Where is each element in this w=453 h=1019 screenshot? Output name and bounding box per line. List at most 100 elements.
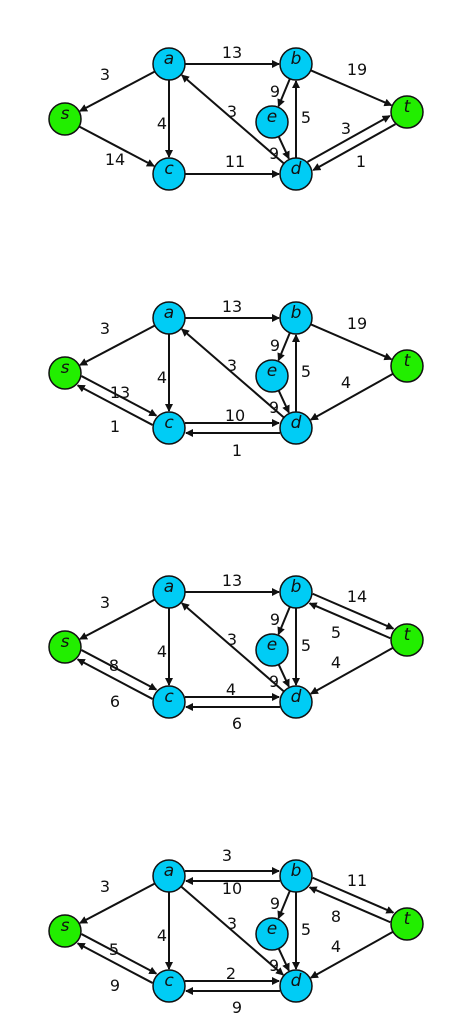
- edge-weight-d-c: 6: [232, 714, 242, 733]
- node-label-a: a: [164, 303, 174, 323]
- node-b: [279, 47, 313, 81]
- edge-d-t: [307, 115, 391, 163]
- edge-weight-c-s: 1: [110, 417, 120, 436]
- edge-b-t: [312, 876, 395, 914]
- edge-weight-a-s: 3: [100, 593, 110, 612]
- edge-weight-b-e: 9: [270, 610, 280, 629]
- node-c: [152, 411, 186, 445]
- edge-weight-t-b: 5: [331, 623, 341, 642]
- edge-c-s: [76, 658, 153, 700]
- edge-weight-a-b: 10: [222, 879, 242, 898]
- node-b: [279, 859, 313, 893]
- edge-t-b: [308, 602, 391, 640]
- node-label-s: s: [61, 632, 70, 652]
- edge-weight-d-c: 9: [232, 998, 242, 1017]
- edge-weight-c-s: 9: [110, 976, 120, 995]
- node-label-d: d: [291, 971, 302, 991]
- node-label-e: e: [267, 361, 277, 381]
- edge-weight-a-c: 4: [157, 642, 167, 661]
- node-label-c: c: [164, 413, 174, 433]
- edge-a-s: [79, 882, 156, 924]
- node-t: [390, 349, 424, 383]
- node-label-t: t: [404, 97, 412, 117]
- node-label-t: t: [404, 351, 412, 371]
- edge-weight-t-b: 8: [331, 907, 341, 926]
- edge-weight-c-s: 6: [110, 692, 120, 711]
- edge-weight-s-c: 14: [105, 150, 125, 169]
- edge-b-t: [312, 592, 395, 630]
- node-label-e: e: [267, 635, 277, 655]
- node-a: [152, 301, 186, 335]
- edge-weight-d-t: 1: [356, 152, 366, 171]
- edge-weight-a-b: 13: [222, 571, 242, 590]
- node-e: [255, 105, 289, 139]
- node-label-s: s: [61, 358, 70, 378]
- edge-weight-a-c: 4: [157, 926, 167, 945]
- edge-weight-b-t: 19: [347, 314, 367, 333]
- node-s: [48, 630, 82, 664]
- edge-e-d: [277, 948, 290, 972]
- edge-weight-b-e: 9: [270, 894, 280, 913]
- edge-b-t: [310, 69, 393, 107]
- node-d: [279, 157, 313, 191]
- edge-weight-e-d: 9: [269, 398, 279, 417]
- edge-t-d: [309, 372, 394, 421]
- node-label-e: e: [267, 919, 277, 939]
- edge-weight-t-d: 4: [331, 937, 341, 956]
- node-label-c: c: [164, 159, 174, 179]
- edge-d-a: [181, 74, 285, 165]
- node-label-d: d: [291, 687, 302, 707]
- node-c: [152, 157, 186, 191]
- edge-weight-t-d: 4: [331, 653, 341, 672]
- edge-b-e: [277, 606, 291, 636]
- edge-weight-b-t: 19: [347, 60, 367, 79]
- edge-weight-a-b: 13: [222, 43, 242, 62]
- edge-e-d: [277, 664, 290, 688]
- edge-weight-c-d: 2: [226, 964, 236, 983]
- edge-b-e: [277, 890, 291, 920]
- edge-c-s: [76, 384, 153, 426]
- node-t: [390, 95, 424, 129]
- edge-weight-b-d: 5: [301, 636, 311, 655]
- node-label-b: b: [291, 577, 302, 597]
- node-a: [152, 47, 186, 81]
- node-t: [390, 907, 424, 941]
- edge-b-e: [277, 78, 291, 108]
- edge-c-s: [76, 942, 153, 984]
- node-label-s: s: [61, 104, 70, 124]
- edge-weight-b-e: 9: [270, 336, 280, 355]
- edge-weight-a-c: 4: [157, 368, 167, 387]
- edge-weight-e-d: 9: [269, 956, 279, 975]
- edge-weight-a-s: 3: [100, 65, 110, 84]
- edge-weight-c-d: 11: [225, 152, 245, 171]
- node-b: [279, 575, 313, 609]
- node-label-a: a: [164, 577, 174, 597]
- edge-weight-e-d: 9: [269, 144, 279, 163]
- edge-a-d: [180, 885, 284, 976]
- edge-weight-a-b: 13: [222, 297, 242, 316]
- node-a: [152, 859, 186, 893]
- edge-weight-s-c: 5: [109, 940, 119, 959]
- edge-t-b: [308, 886, 391, 924]
- edge-weight-t-d: 3: [341, 119, 351, 138]
- edge-weight-a-s: 3: [100, 319, 110, 338]
- edge-weight-s-c: 13: [110, 383, 130, 402]
- node-b: [279, 301, 313, 335]
- edge-s-c: [81, 933, 158, 975]
- edge-weight-d-a: 3: [227, 102, 237, 121]
- edge-s-c: [81, 649, 158, 691]
- node-label-c: c: [164, 687, 174, 707]
- node-c: [152, 969, 186, 1003]
- edge-a-s: [79, 324, 156, 366]
- edge-d-a: [181, 328, 285, 419]
- node-label-d: d: [291, 159, 302, 179]
- node-label-c: c: [164, 971, 174, 991]
- edge-weight-s-c: 8: [109, 656, 119, 675]
- edge-weight-a-d: 3: [227, 914, 237, 933]
- edge-weight-b-e: 9: [270, 82, 280, 101]
- node-label-b: b: [291, 49, 302, 69]
